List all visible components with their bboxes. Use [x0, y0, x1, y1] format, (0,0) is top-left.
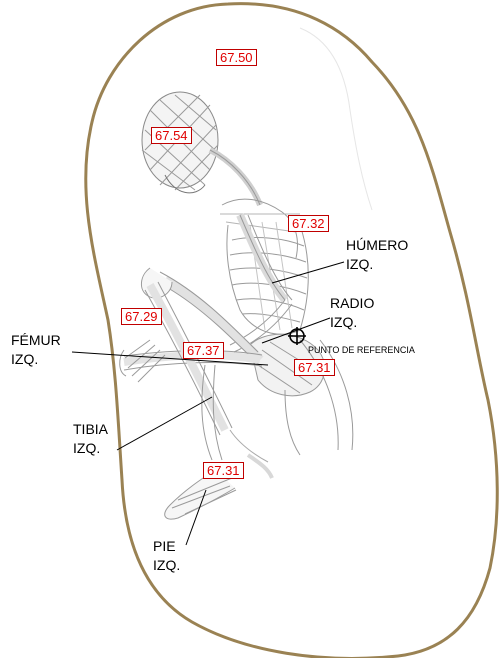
label-tibia-name: TIBIA: [73, 420, 108, 439]
elevation-label-skull: 67.54: [151, 127, 192, 144]
label-femur: FÉMUR IZQ.: [11, 331, 61, 369]
elevation-label-pelvis: 67.37: [183, 342, 224, 359]
label-humero-name: HÚMERO: [346, 236, 408, 255]
elevation-label-hip: 67.31: [294, 359, 335, 376]
elevation-label-top: 67.50: [216, 49, 257, 66]
pit-edge-trace: [300, 28, 372, 210]
label-humero: HÚMERO IZQ.: [346, 236, 408, 274]
label-pie-name: PIE: [153, 537, 180, 556]
label-radio: RADIO IZQ.: [330, 294, 374, 332]
reference-point-label: PUNTO DE REFERENCIA: [308, 345, 415, 355]
leader-tibia: [117, 397, 212, 450]
elevation-label-shoulder: 67.32: [288, 215, 329, 232]
label-femur-side: IZQ.: [11, 350, 61, 369]
label-femur-name: FÉMUR: [11, 331, 61, 350]
label-tibia: TIBIA IZQ.: [73, 420, 108, 458]
label-pie-side: IZQ.: [153, 556, 180, 575]
skeleton-drawing: [120, 92, 353, 519]
label-pie: PIE IZQ.: [153, 537, 180, 575]
elevation-label-foot: 67.31: [203, 462, 244, 479]
elevation-label-knee: 67.29: [121, 308, 162, 325]
label-humero-side: IZQ.: [346, 255, 408, 274]
label-tibia-side: IZQ.: [73, 439, 108, 458]
label-radio-name: RADIO: [330, 294, 374, 313]
label-radio-side: IZQ.: [330, 313, 374, 332]
